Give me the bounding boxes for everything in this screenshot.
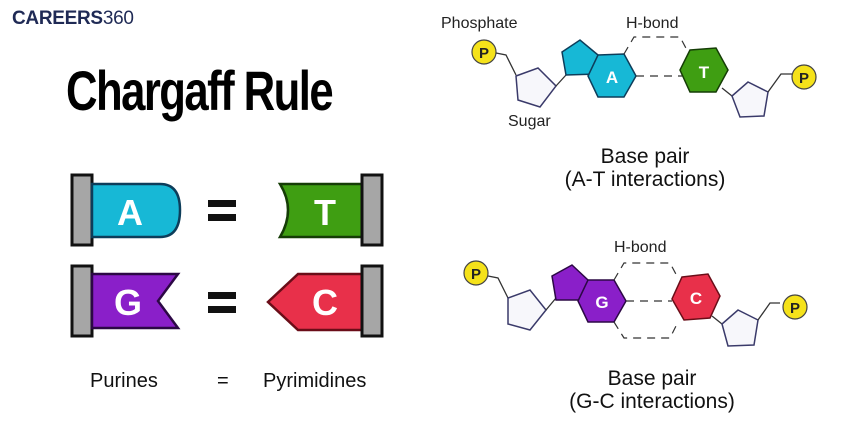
page-title: Chargaff Rule: [66, 59, 334, 122]
logo-bold-text: CAREERS: [12, 8, 103, 29]
pyrimidines-label: Pyrimidines: [263, 370, 367, 392]
equals-sign-2: [208, 292, 236, 313]
hbond-label-at: H-bond: [626, 15, 678, 32]
equals-sign-1: [208, 200, 236, 221]
phosphate-icon-gc-left: [463, 260, 489, 286]
phosphate-symbol-gc-left: P: [471, 266, 481, 283]
base-t-label: T: [314, 192, 336, 233]
diagram-base-t: T: [699, 63, 710, 82]
careers360-logo: CAREERS360: [12, 8, 134, 30]
sugar-pentagon-icon-right: [731, 81, 769, 118]
clamp-left-a: [70, 173, 94, 247]
purines-label: Purines: [90, 370, 158, 392]
phosphate-label: Phosphate: [441, 15, 518, 32]
gc-base-pair-diagram: H-bond P G C P Base pair (G-C interactio…: [463, 239, 808, 413]
clamp-left-g: [70, 264, 94, 338]
at-caption-line1: Base pair: [601, 145, 690, 168]
sugar-pentagon-icon-gc-left: [507, 289, 547, 331]
at-base-pair-diagram: Phosphate H-bond P Sugar A T P Base pair…: [441, 15, 817, 191]
cytosine-block: C: [266, 264, 384, 338]
hbond-label-gc: H-bond: [614, 239, 666, 256]
thymine-block: T: [277, 173, 384, 247]
sugar-pentagon-icon: [515, 67, 557, 108]
sugar-label: Sugar: [508, 113, 551, 130]
guanine-block: G: [70, 264, 181, 338]
base-a-label: A: [117, 192, 143, 233]
adenine-block: A: [70, 173, 182, 247]
gc-caption-line1: Base pair: [608, 367, 697, 390]
phosphate-symbol: P: [479, 45, 489, 62]
diagram-base-a: A: [606, 68, 618, 87]
clamp-right-c: [360, 264, 384, 338]
diagram-base-c: C: [690, 289, 702, 308]
phosphate-symbol-right: P: [799, 70, 809, 87]
thymine-hexagon-icon: [679, 47, 729, 93]
logo-light-text: 360: [102, 8, 134, 29]
at-caption-line2: (A-T interactions): [565, 168, 726, 191]
purines-pyrimidines-equals: =: [217, 370, 229, 392]
clamp-right-t: [360, 173, 384, 247]
base-g-label: G: [114, 282, 142, 323]
phosphate-icon-gc-right: [782, 294, 808, 320]
base-c-label: C: [312, 282, 338, 323]
phosphate-icon-right: [791, 64, 817, 90]
sugar-pentagon-icon-gc-right: [721, 309, 759, 347]
diagram-base-g: G: [595, 293, 608, 312]
gc-caption-line2: (G-C interactions): [569, 390, 735, 413]
phosphate-icon: [471, 39, 497, 65]
phosphate-symbol-gc-right: P: [790, 300, 800, 317]
cytosine-hexagon-icon: [671, 273, 721, 321]
